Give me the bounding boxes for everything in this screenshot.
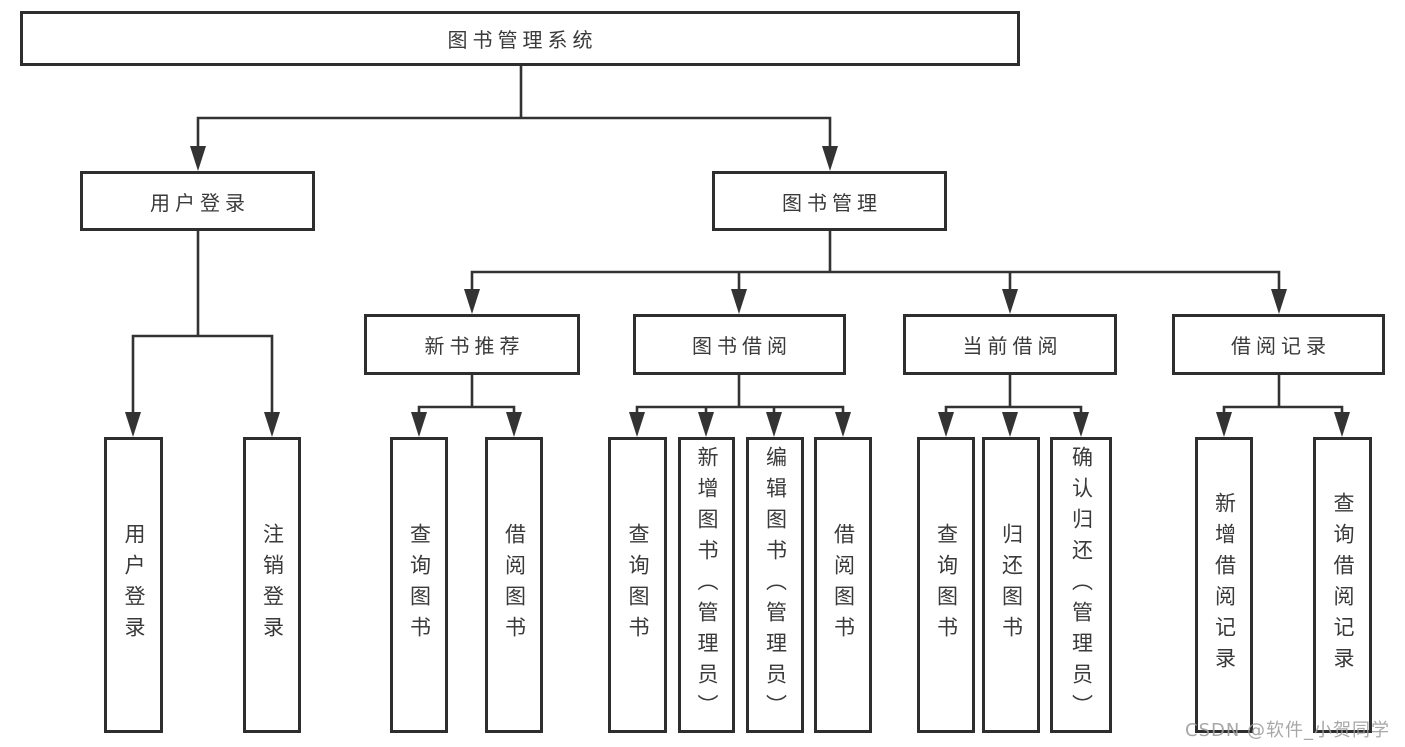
leaf-confirm-return-admin-label: 确认归还（管理员） — [1069, 445, 1094, 725]
leaf-edit-book-admin: 编辑图书（管理员） — [746, 437, 804, 733]
node-root-label: 图书管理系统 — [447, 28, 598, 52]
node-book-borrowing: 图书借阅 — [633, 314, 846, 375]
node-borrow-records-label: 借阅记录 — [1231, 334, 1331, 358]
node-new-book-recommend-label: 新书推荐 — [424, 334, 525, 358]
leaf-borrow-books-recommend: 借阅图书 — [485, 437, 543, 733]
leaf-query-borrow-record-label: 查询借阅记录 — [1331, 492, 1355, 678]
node-borrow-records: 借阅记录 — [1172, 314, 1385, 375]
leaf-add-borrow-record-label: 新增借阅记录 — [1212, 492, 1237, 678]
leaf-add-book-admin: 新增图书（管理员） — [678, 437, 735, 733]
node-new-book-recommend: 新书推荐 — [364, 314, 580, 375]
leaf-return-book-label: 归还图书 — [999, 523, 1024, 647]
leaf-query-books-current: 查询图书 — [917, 437, 975, 733]
leaf-query-books-borrowing: 查询图书 — [608, 437, 667, 733]
leaf-edit-book-admin-label: 编辑图书（管理员） — [763, 445, 788, 725]
leaf-query-books-recommend: 查询图书 — [390, 437, 448, 733]
node-current-borrowing: 当前借阅 — [903, 314, 1117, 375]
node-root: 图书管理系统 — [20, 11, 1020, 66]
leaf-add-borrow-record: 新增借阅记录 — [1195, 437, 1253, 733]
arrowheads — [125, 146, 1350, 437]
leaf-user-login-label: 用户登录 — [122, 523, 146, 647]
leaf-confirm-return-admin: 确认归还（管理员） — [1050, 437, 1112, 733]
leaf-query-books-recommend-label: 查询图书 — [407, 523, 432, 647]
leaf-logout-label: 注销登录 — [260, 523, 285, 647]
leaf-user-login: 用户登录 — [104, 437, 163, 733]
leaf-logout: 注销登录 — [243, 437, 301, 733]
node-user-login-label: 用户登录 — [150, 190, 250, 215]
node-book-borrowing-label: 图书借阅 — [692, 334, 792, 358]
node-book-management: 图书管理 — [712, 171, 947, 231]
node-book-management-label: 图书管理 — [782, 190, 882, 215]
leaf-query-books-borrowing-label: 查询图书 — [626, 523, 650, 647]
csdn-watermark: CSDN @软件_小贺同学 — [1185, 720, 1391, 741]
leaf-add-book-admin-label: 新增图书（管理员） — [695, 445, 719, 725]
leaf-return-book: 归还图书 — [982, 437, 1040, 733]
node-current-borrowing-label: 当前借阅 — [962, 334, 1063, 358]
leaf-query-borrow-record: 查询借阅记录 — [1313, 437, 1372, 733]
leaf-borrow-books-borrowing-label: 借阅图书 — [831, 523, 856, 647]
node-user-login: 用户登录 — [80, 171, 315, 231]
leaf-query-books-current-label: 查询图书 — [934, 523, 959, 647]
leaf-borrow-books-recommend-label: 借阅图书 — [502, 523, 527, 647]
leaf-borrow-books-borrowing: 借阅图书 — [814, 437, 872, 733]
